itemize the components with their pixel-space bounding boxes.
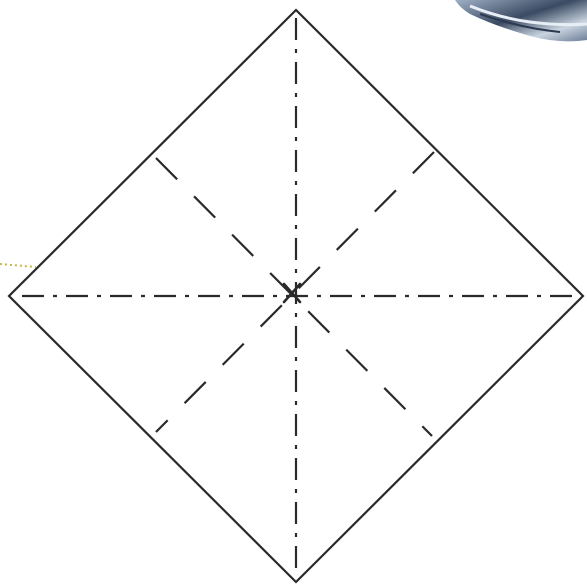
dotted-edge-line	[0, 264, 36, 267]
corner-photo-fragment	[455, 0, 587, 41]
